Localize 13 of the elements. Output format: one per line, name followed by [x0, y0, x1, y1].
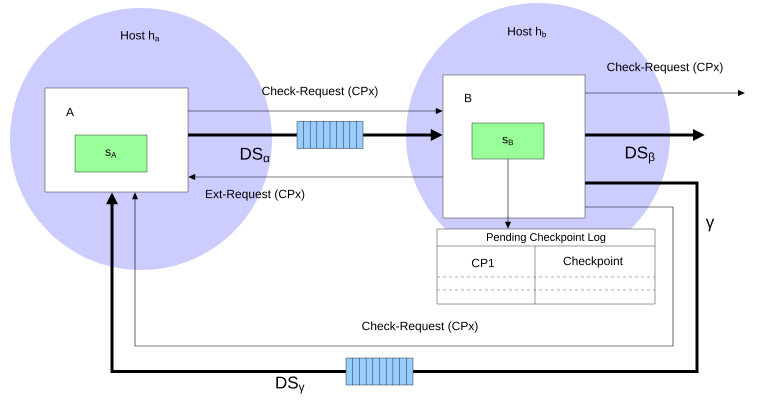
edge-label: DS$_{α}$ [240, 148, 270, 162]
edge-label: Check-Request (CPx) [262, 86, 378, 98]
edge-label: γ [706, 218, 714, 232]
edge-label: DS$_{γ}$ [276, 376, 304, 394]
queue-icon [296, 120, 364, 149]
edge-label: DS$_{β}$ [626, 146, 655, 164]
state-box: s$_{A}$ [74, 134, 148, 172]
queue-icon [346, 358, 414, 386]
log-table: Pending Checkpoint Log CP1 Checkpoint [436, 228, 656, 304]
edge-label: Ext-Request (CPx) [206, 189, 304, 201]
state-box: s$_{B}$ [472, 122, 544, 160]
edge-label: Check-Request (CPx) [607, 62, 723, 74]
edge-label: Check-Request (CPx) [362, 321, 478, 333]
